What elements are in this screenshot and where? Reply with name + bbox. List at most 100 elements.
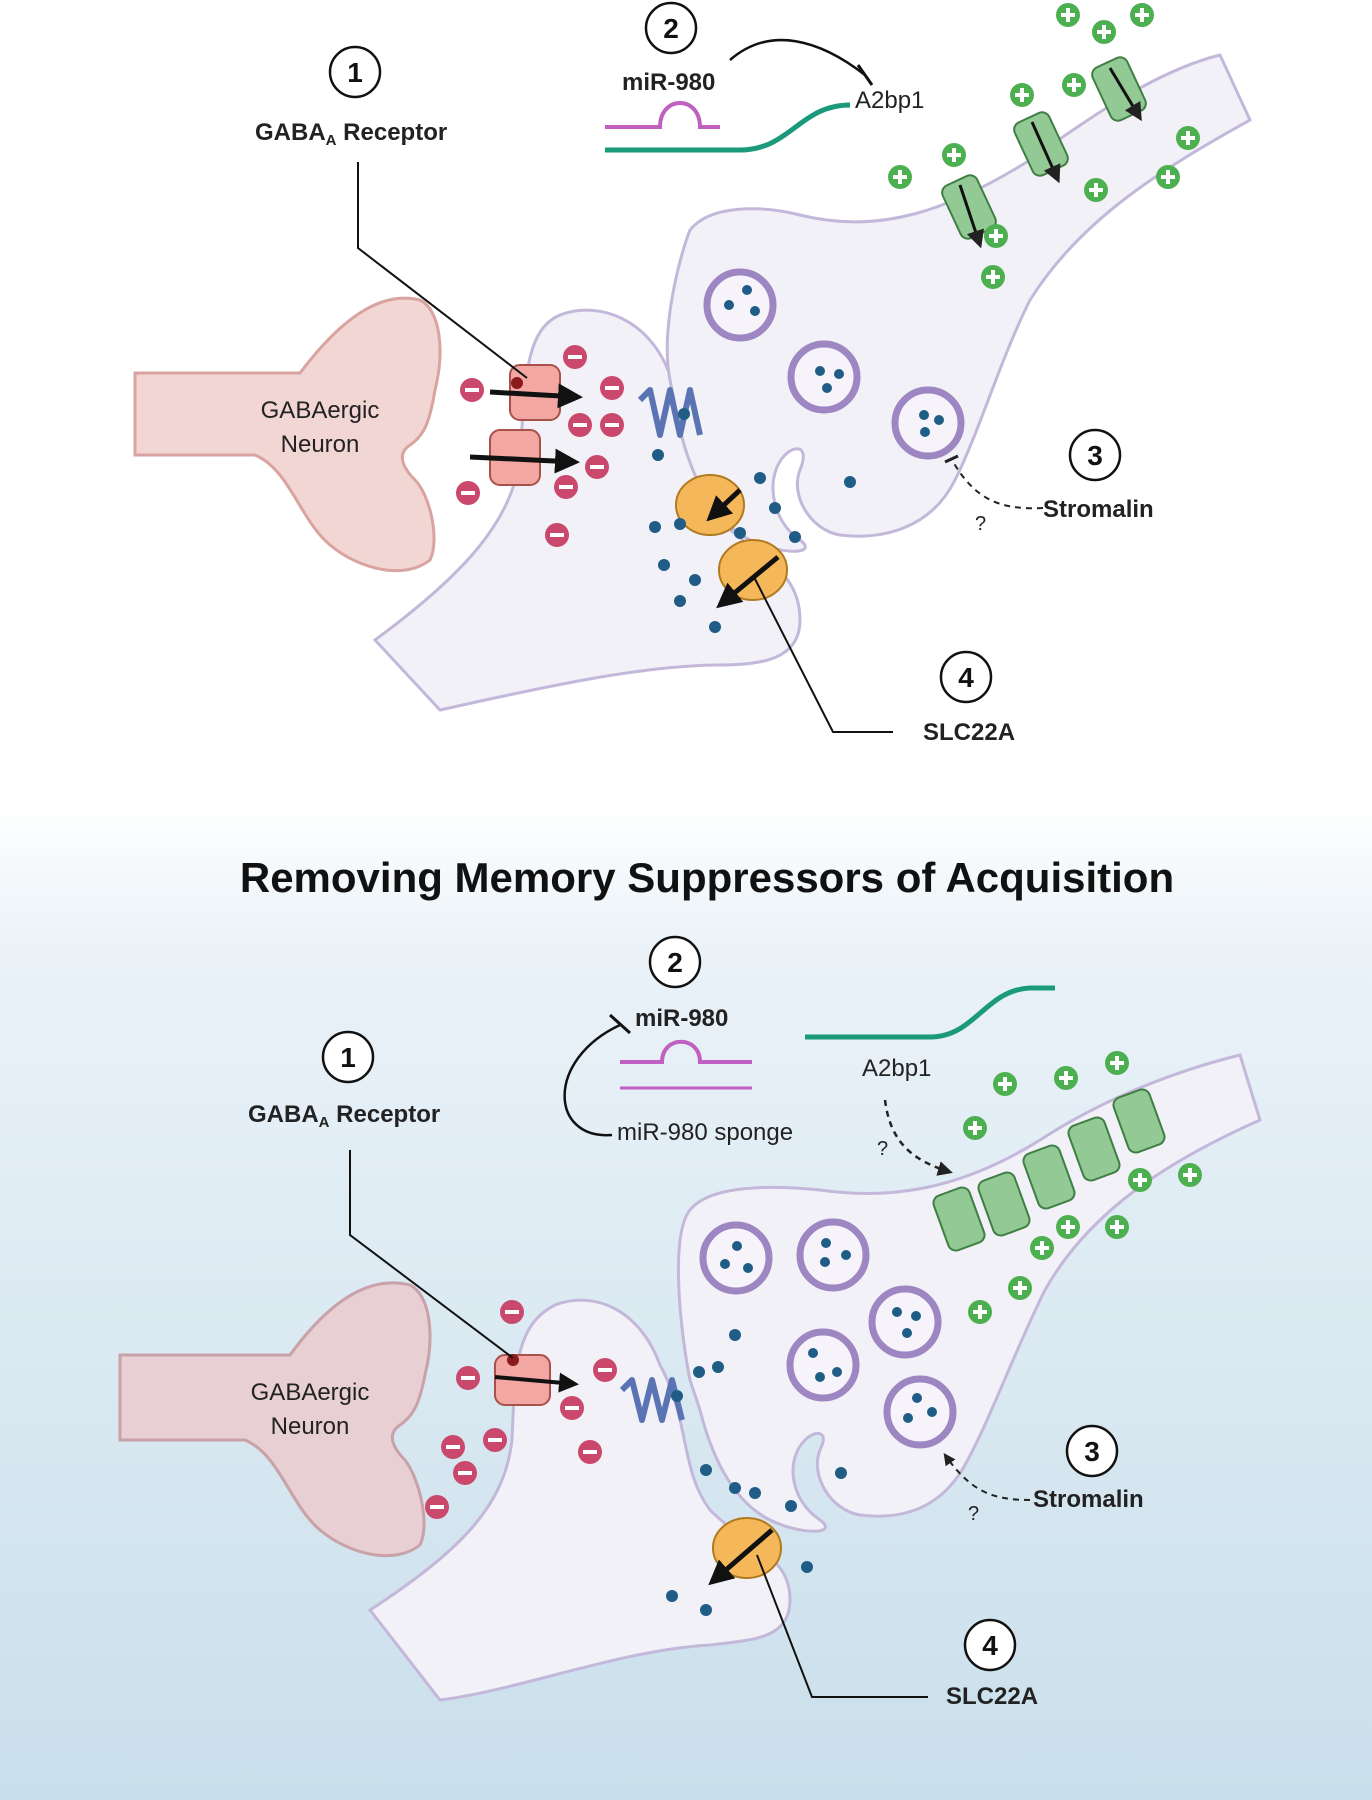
neurotransmitter-dot [689,574,701,586]
plus-circle-icon [942,143,966,167]
plus-circle-icon [1008,1276,1032,1300]
minus-circle-icon [460,378,484,402]
gaba-a-receptor-label-top: GABAA Receptor [255,119,447,149]
chloride-ions-top [456,345,624,547]
plus-circle-icon [888,165,912,189]
postsynaptic-terminal-bottom [367,1298,792,1702]
plus-circle-icon [1062,73,1086,97]
plus-circle-icon [963,1116,987,1140]
question-mark-top: ? [975,513,986,535]
top-panel [133,53,1252,712]
neurotransmitter-dot [729,1329,741,1341]
minus-circle-icon [568,413,592,437]
plus-circle-icon [1130,3,1154,27]
plus-circle-icon [1056,3,1080,27]
plus-circle-icon [1084,178,1108,202]
synaptic-vesicle [699,1221,773,1295]
a2bp1-label-top: A2bp1 [855,87,924,114]
slc22a-label-bottom: SLC22A [946,1683,1038,1710]
minus-circle-icon [554,475,578,499]
plus-circle-icon [993,1072,1017,1096]
callout-1-top: 1 [328,45,382,99]
minus-circle-icon [500,1300,524,1324]
gaba-a-receptor-top [469,364,583,486]
neurotransmitter-dots-top [649,408,856,633]
svg-text:3: 3 [1087,440,1103,471]
callout-3-top: 3 [1068,428,1122,482]
bottom-panel [118,1053,1262,1702]
minus-circle-icon [483,1428,507,1452]
gaba-a-receptor-bottom [494,1354,579,1406]
plus-circle-icon [1105,1051,1129,1075]
neurotransmitter-dot [749,1487,761,1499]
neurotransmitter-dot [729,1482,741,1494]
cation-channel-top [941,56,1147,249]
minus-circle-icon [593,1358,617,1382]
plus-circle-icon [981,265,1005,289]
stromalin-label-top: Stromalin [1043,496,1154,523]
minus-circle-icon [441,1435,465,1459]
neurotransmitter-dots-bottom [666,1329,847,1616]
minus-circle-icon [453,1461,477,1485]
neurotransmitter-dot [671,1390,683,1402]
presynaptic-terminal-bottom [676,1053,1262,1533]
plus-circle-icon [1178,1163,1202,1187]
plus-circle-icon [968,1300,992,1324]
plus-circle-icon [1056,1215,1080,1239]
synaptic-vesicle [891,386,965,460]
slc22a-transporter-bottom [708,1517,782,1586]
neurotransmitter-dot [785,1500,797,1512]
question-mark-a2bp1: ? [877,1138,888,1160]
neurotransmitter-dot [712,1361,724,1373]
gabaergic-neuron-label-line1-top: GABAergic [261,397,380,424]
callout-3-bottom: 3 [1065,1424,1119,1478]
svg-text:3: 3 [1084,1436,1100,1467]
minus-circle-icon [578,1440,602,1464]
callout-leaders-bottom [349,1150,1031,1698]
slc22a-label-top: SLC22A [923,719,1015,746]
mir-980-label-top: miR-980 [622,69,715,96]
neurotransmitter-dot [658,559,670,571]
minus-circle-icon [560,1396,584,1420]
cations-top [888,3,1200,289]
neurotransmitter-dot [844,476,856,488]
plus-circle-icon [1156,165,1180,189]
plus-circle-icon [1128,1168,1152,1192]
minus-circle-icon [600,413,624,437]
callout-2-bottom: 2 [648,935,702,989]
plus-circle-icon [1105,1215,1129,1239]
neurotransmitter-dot [789,531,801,543]
svg-text:4: 4 [958,662,974,693]
plus-circle-icon [984,224,1008,248]
minus-circle-icon [600,376,624,400]
gabaergic-neuron-bottom [118,1281,432,1558]
gabaergic-neuron-label-line1-bottom: GABAergic [251,1379,370,1406]
a2bp1-mrna-bottom [805,985,1055,1176]
svg-text:2: 2 [663,13,679,44]
stromalin-label-bottom: Stromalin [1033,1486,1144,1513]
svg-text:1: 1 [347,57,363,88]
mirna-binding-top [605,38,874,153]
synaptic-vesicle [703,268,777,342]
slc22a-transporter-top [675,474,788,609]
gaba-a-receptor-label-bottom: GABAA Receptor [248,1101,440,1131]
plus-circle-icon [1030,1236,1054,1260]
callout-2-top: 2 [644,1,698,55]
minus-circle-icon [456,481,480,505]
neurotransmitter-dot [801,1561,813,1573]
neurotransmitter-dot [835,1467,847,1479]
neurotransmitter-dot [678,408,690,420]
bottom-vesicles [699,1218,957,1449]
callout-4-top: 4 [939,650,993,704]
minus-circle-icon [456,1366,480,1390]
callout-1-bottom: 1 [321,1030,375,1084]
neurotransmitter-dot [700,1604,712,1616]
svg-text:1: 1 [340,1042,356,1073]
neurotransmitter-dot [674,518,686,530]
top-vesicles [703,268,965,460]
synaptic-vesicle [786,1328,860,1402]
minus-circle-icon [545,523,569,547]
mir-980-label-bottom: miR-980 [635,1005,728,1032]
gabaergic-neuron-label-line2-top: Neuron [281,431,360,458]
